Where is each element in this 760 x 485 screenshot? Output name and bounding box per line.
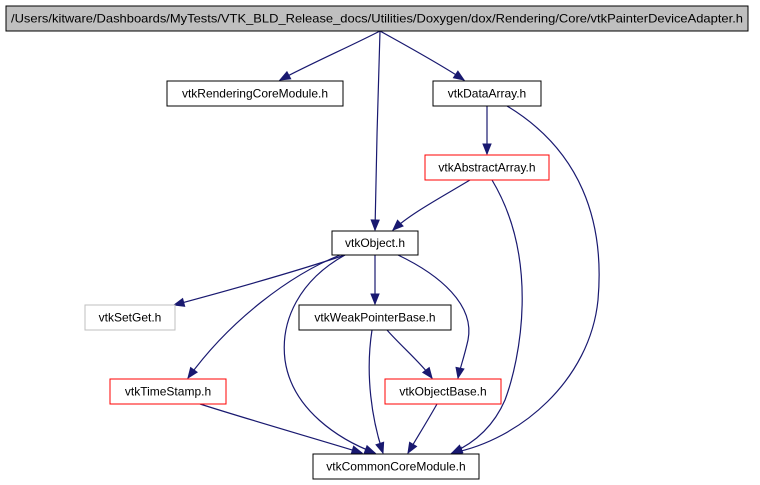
node-wpb[interactable]: vtkWeakPointerBase.h (298, 304, 452, 331)
node-box (298, 304, 452, 331)
edge-line (451, 105, 600, 454)
edge-arrowhead (392, 219, 404, 231)
node-box (166, 80, 344, 107)
node-root: /Users/kitware/Dashboards/MyTests/VTK_BL… (5, 5, 749, 32)
node-box (312, 453, 480, 480)
edge-arrowhead (187, 366, 198, 380)
edges (172, 30, 600, 456)
node-label: vtkObjectBase.h (399, 385, 486, 399)
node-ts[interactable]: vtkTimeStamp.h (109, 378, 227, 405)
edge-line (283, 254, 376, 454)
node-box (424, 154, 550, 181)
node-box (432, 80, 542, 107)
edge-aa-to-obj (392, 179, 471, 231)
edge-arrowhead (450, 444, 464, 454)
edge-line (279, 30, 381, 81)
edge-line (368, 329, 384, 454)
node-box (84, 304, 176, 331)
edge-root-to-obj (370, 30, 381, 232)
node-aa[interactable]: vtkAbstractArray.h (424, 154, 550, 181)
node-label: /Users/kitware/Dashboards/MyTests/VTK_BL… (11, 12, 743, 26)
edge-arrowhead (172, 297, 186, 307)
edge-arrowhead (278, 70, 292, 81)
edge-obj-to-ts (187, 254, 341, 380)
nodes: /Users/kitware/Dashboards/MyTests/VTK_BL… (5, 5, 749, 480)
edge-arrowhead (407, 441, 418, 455)
node-sg[interactable]: vtkSetGet.h (84, 304, 176, 331)
edge-obj-to-ccm (283, 254, 377, 454)
node-da[interactable]: vtkDataArray.h (432, 80, 542, 107)
edge-arrowhead (452, 70, 466, 81)
node-label: vtkCommonCoreModule.h (326, 460, 465, 474)
edge-wpb-to-ccm (368, 329, 385, 455)
edge-root-to-da (379, 30, 466, 81)
node-label: vtkRenderingCoreModule.h (182, 87, 328, 101)
node-label: vtkSetGet.h (99, 311, 162, 325)
edge-arrowhead (363, 444, 377, 454)
edge-line (187, 254, 341, 379)
edge-line (397, 254, 470, 379)
edge-arrowhead (482, 143, 492, 156)
edge-line (374, 30, 381, 231)
node-rcm[interactable]: vtkRenderingCoreModule.h (166, 80, 344, 107)
node-label: vtkAbstractArray.h (438, 161, 535, 175)
edge-wpb-to-ob (386, 329, 433, 380)
node-label: vtkDataArray.h (448, 87, 526, 101)
node-box (331, 230, 419, 256)
edge-arrowhead (350, 445, 364, 455)
node-box (384, 378, 502, 405)
edge-line (392, 179, 471, 231)
node-label: vtkTimeStamp.h (125, 385, 211, 399)
node-ob[interactable]: vtkObjectBase.h (384, 378, 502, 405)
edge-ob-to-ccm (407, 403, 438, 455)
edge-root-to-rcm (278, 30, 381, 81)
edge-ts-to-ccm (199, 403, 364, 455)
node-label: vtkObject.h (345, 236, 405, 250)
node-box (5, 5, 749, 32)
edge-arrowhead (455, 366, 465, 380)
edge-arrowhead (370, 219, 380, 232)
edge-aa-to-ccm (450, 179, 523, 454)
edge-obj-to-sg (172, 254, 346, 307)
node-box (109, 378, 227, 405)
node-obj[interactable]: vtkObject.h (331, 230, 419, 256)
edge-line (379, 30, 465, 81)
edge-obj-to-wpb (370, 255, 380, 306)
edge-line (451, 179, 523, 454)
edge-arrowhead (375, 441, 385, 455)
edge-line (199, 403, 363, 454)
edge-obj-to-ob (397, 254, 470, 380)
edge-da-to-aa (482, 106, 492, 156)
edge-arrowhead (370, 293, 380, 306)
node-label: vtkWeakPointerBase.h (314, 311, 435, 325)
node-ccm[interactable]: vtkCommonCoreModule.h (312, 453, 480, 480)
edge-arrowhead (421, 366, 433, 380)
edge-line (173, 254, 346, 306)
